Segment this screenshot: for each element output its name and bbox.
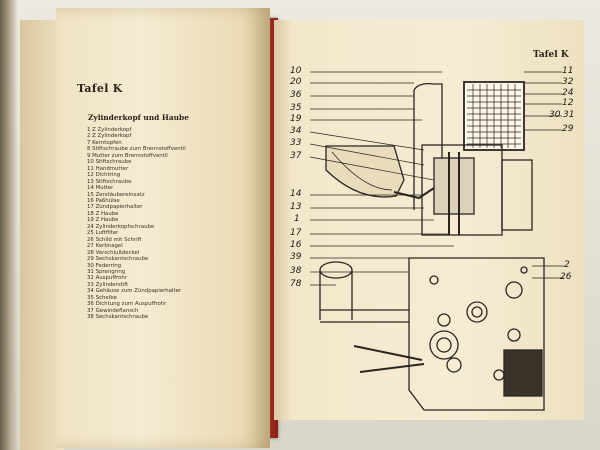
list-item: 35 Scheibe bbox=[87, 294, 117, 301]
list-item: 1 Z Zylinderkopf bbox=[87, 127, 132, 133]
list-item: 28 Verschlußdeckel bbox=[87, 249, 140, 256]
list-item: 27 Kerbnagel bbox=[87, 243, 123, 250]
left-page-title: Tafel K bbox=[77, 82, 123, 95]
callout-label: 12 bbox=[562, 98, 574, 108]
list-item: 11 Handmutter bbox=[87, 165, 129, 172]
callout-label: 29 bbox=[562, 124, 574, 134]
callout-label: 35 bbox=[290, 103, 302, 113]
list-item: 18 Z Haube bbox=[87, 210, 119, 217]
list-item: 10 Stiftschraube bbox=[87, 159, 132, 166]
list-item: 32 Auspuffrohr bbox=[87, 275, 128, 282]
callout-label: 19 bbox=[290, 114, 302, 124]
left-page bbox=[56, 8, 270, 448]
parts-list: 1 Z Zylinderkopf 2 Z Zylinderkopf 7 Kern… bbox=[87, 127, 262, 321]
list-item: 30 Federring bbox=[87, 262, 122, 269]
list-item: 33 Zylinderstift bbox=[87, 281, 129, 288]
list-item: 38 Sechskantschraube bbox=[87, 314, 149, 321]
list-item: 12 Dichtring bbox=[87, 172, 121, 179]
list-item: 19 Z Haube bbox=[87, 217, 119, 224]
list-item: 29 Sechskantschraube bbox=[87, 256, 149, 263]
callout-label: 31 bbox=[563, 110, 575, 120]
callout-label: 33 bbox=[290, 138, 302, 148]
callout-label: 14 bbox=[290, 189, 302, 199]
callout-label: 13 bbox=[290, 202, 302, 212]
list-item: 15 Zerstäubereinsatz bbox=[87, 191, 145, 198]
callout-label: 78 bbox=[290, 279, 302, 289]
callout-label: 17 bbox=[290, 228, 302, 238]
section-heading: Zylinderkopf und Haube bbox=[88, 113, 189, 122]
callout-label: 26 bbox=[560, 272, 572, 282]
list-item: 24 Zylinderkopfschraube bbox=[87, 223, 155, 230]
list-item: 13 Stiftschraube bbox=[87, 178, 132, 185]
list-item: 34 Gehäuse zum Zündpapierhalter bbox=[87, 288, 182, 295]
callout-label: 10 bbox=[290, 66, 302, 76]
list-item: 2 Z Zylinderkopf bbox=[87, 133, 132, 140]
callout-label: 39 bbox=[290, 252, 302, 262]
list-item: 8 Stiftschraube zum Brennstoffventil bbox=[87, 146, 186, 153]
callout-label: 37 bbox=[290, 151, 302, 161]
callout-label: 32 bbox=[562, 77, 574, 87]
list-item: 16 Paßhülse bbox=[87, 197, 120, 204]
callout-label: 34 bbox=[290, 126, 302, 136]
list-item: 37 Gewindeflansch bbox=[87, 307, 139, 314]
list-item: 36 Dichtung zum Auspuffrohr bbox=[87, 301, 167, 308]
list-item: 25 Luftfilter bbox=[87, 230, 119, 237]
right-page-title: Tafel K bbox=[533, 50, 569, 60]
callout-label: 38 bbox=[290, 266, 302, 276]
engine-cylinder-head-drawing bbox=[309, 71, 564, 411]
book-shadow bbox=[0, 0, 18, 450]
list-item: 26 Schild mit Schrift bbox=[87, 236, 142, 243]
callout-label: 20 bbox=[290, 77, 302, 87]
list-item: 14 Mutter bbox=[87, 185, 114, 192]
callout-label: 11 bbox=[562, 66, 574, 76]
callout-label: 36 bbox=[290, 90, 302, 100]
list-item: 7 Kerntopfen bbox=[87, 139, 122, 146]
list-item: 9 Mutter zum Brennstoffventil bbox=[87, 152, 168, 159]
list-item: 17 Zündpapierhalter bbox=[87, 204, 143, 211]
callout-label: 24 bbox=[562, 88, 574, 98]
callout-label: 2 bbox=[564, 260, 570, 270]
callout-label: 16 bbox=[290, 240, 302, 250]
list-item: 31 Sprengring bbox=[87, 268, 126, 275]
callout-label: 1 bbox=[294, 214, 300, 224]
callout-label: 30 bbox=[549, 110, 561, 120]
